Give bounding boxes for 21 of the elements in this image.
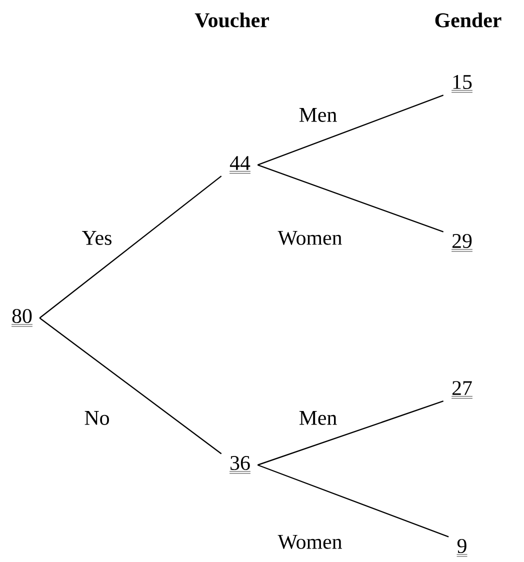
number: 36 — [229, 456, 251, 474]
number: 15 — [451, 75, 473, 93]
number: 44 — [229, 156, 251, 174]
number: 80 — [11, 308, 33, 327]
column-heading: Voucher — [194, 12, 269, 28]
branch-line — [39, 318, 222, 454]
branch-line — [257, 94, 444, 166]
edge-label: Women — [276, 230, 344, 246]
edge-label: Women — [276, 534, 344, 550]
branch-line — [257, 164, 444, 232]
number: 9 — [456, 538, 468, 557]
edge-label: Yes — [80, 230, 114, 246]
edge-label: No — [83, 410, 111, 426]
branch-line — [257, 400, 444, 466]
number: 29 — [451, 234, 473, 252]
column-heading: Gender — [435, 12, 502, 28]
branch-line — [257, 464, 449, 538]
branch-line — [39, 176, 222, 318]
number: 27 — [451, 381, 473, 399]
edge-label: Men — [298, 107, 338, 123]
edge-label: Men — [298, 410, 338, 426]
